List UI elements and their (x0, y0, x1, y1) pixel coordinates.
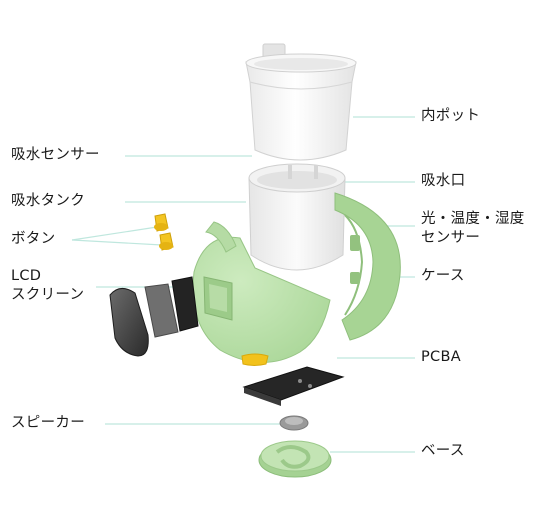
pcba-illustration (242, 366, 345, 406)
water-tank-illustration (248, 163, 346, 271)
base-illustration (258, 440, 332, 478)
button-cap-2 (159, 232, 174, 251)
label-base: ベース (421, 443, 465, 459)
label-case: ケース (421, 268, 465, 284)
lcd-parts-illustration (109, 276, 199, 357)
case-front-illustration (192, 221, 331, 366)
leader-button-a (71, 226, 158, 241)
button-parts-illustration (154, 213, 174, 251)
label-lcd-line1: LCD (11, 268, 42, 284)
button-cap-1 (154, 213, 169, 232)
label-lcd-line2: スクリーン (11, 287, 85, 303)
label-light-sensor-line1: 光・温度・湿度 (421, 211, 525, 227)
label-button: ボタン (11, 231, 56, 247)
label-water-inlet: 吸水口 (421, 173, 466, 189)
label-light-sensor-line2: センサー (421, 230, 481, 246)
leader-button-b (71, 239, 163, 246)
inner-pot-illustration (245, 43, 357, 161)
label-lcd-screen: LCD スクリーン (11, 267, 84, 305)
case-back-illustration (334, 192, 401, 341)
label-water-sensor: 吸水センサー (11, 147, 100, 163)
label-pcba: PCBA (421, 349, 461, 365)
label-inner-pot: 内ポット (421, 108, 481, 124)
label-speaker: スピーカー (11, 415, 85, 431)
label-water-tank: 吸水タンク (11, 193, 85, 209)
speaker-illustration (279, 415, 309, 431)
label-light-temp-humidity-sensor: 光・温度・湿度 センサー (421, 210, 525, 248)
